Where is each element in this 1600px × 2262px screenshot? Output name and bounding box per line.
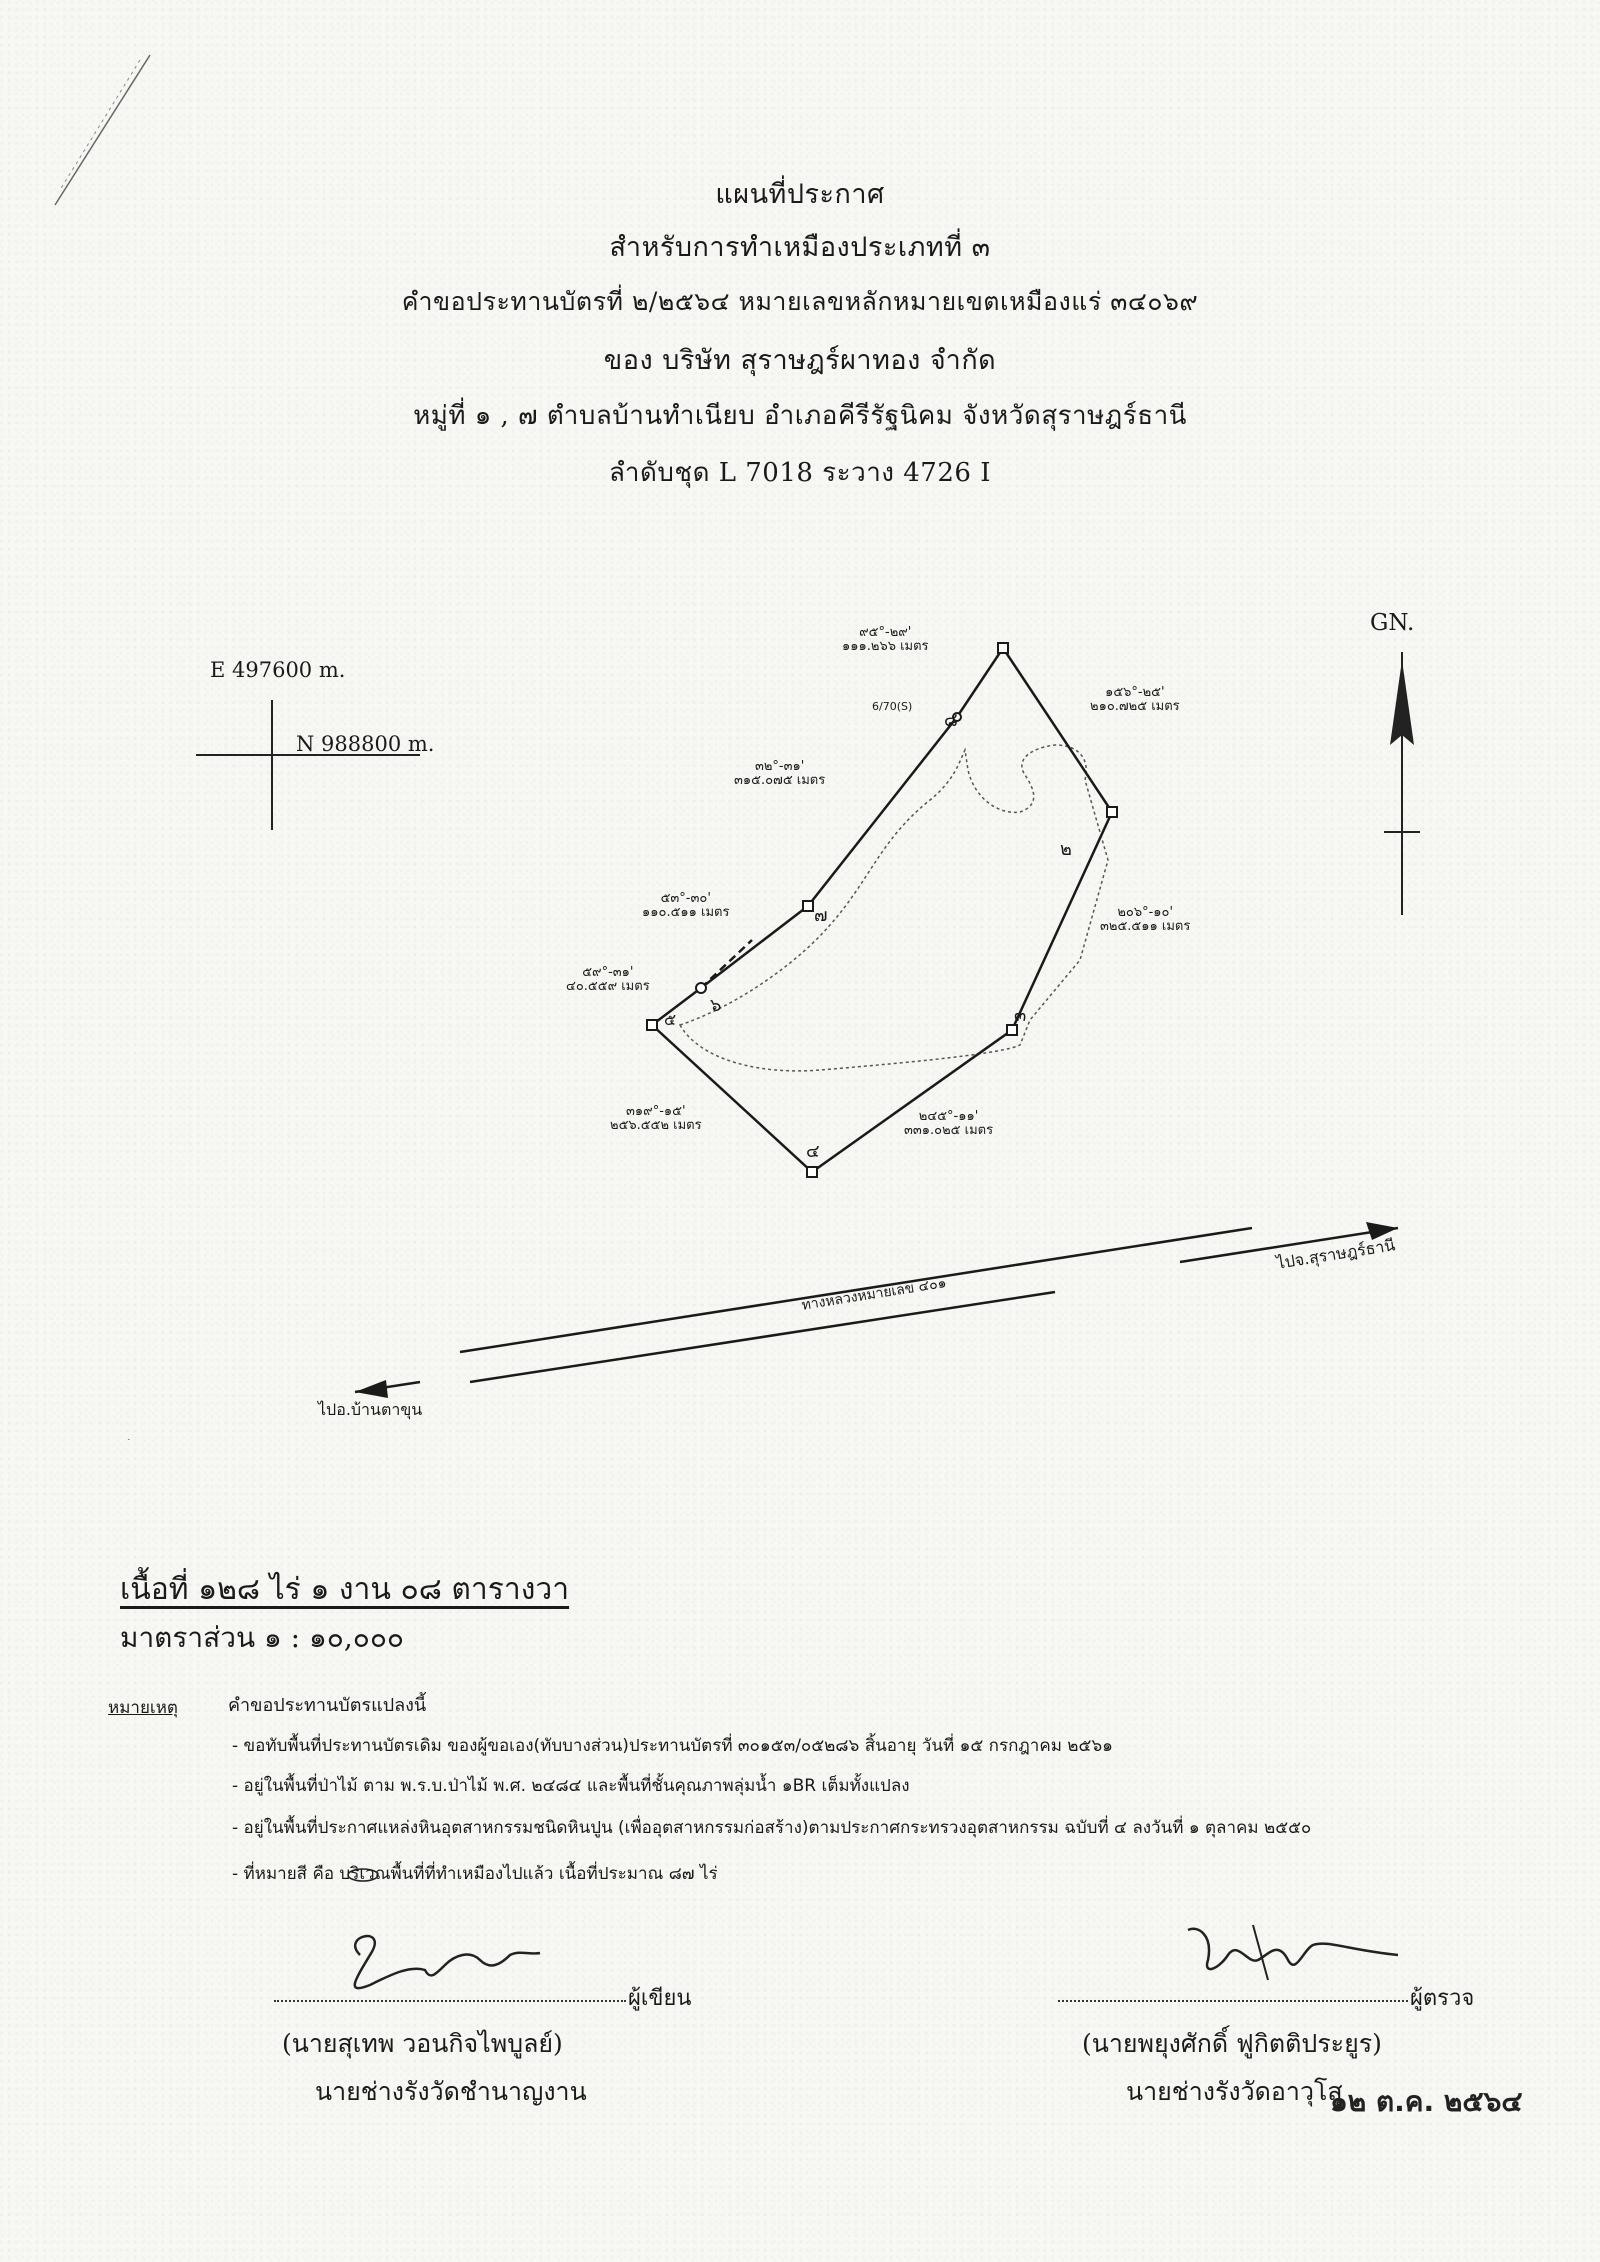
corner-label-4: ๔	[806, 1141, 820, 1162]
corner-label-7: ๗	[814, 905, 828, 926]
bearing-1: ๙๕°-๒๙' ๑๑๑.๒๖๖ เมตร	[842, 625, 929, 654]
location-line: หมู่ที่ ๑ , ๗ ตำบลบ้านทำเนียบ อำเภอคีรีร…	[413, 401, 1187, 431]
bearing-3: ๒๐๖°-๑๐' ๓๒๕.๕๑๑ เมตร	[1100, 905, 1191, 934]
map-title: แผนที่ประกาศ	[715, 179, 885, 210]
corner-markers	[646, 642, 1118, 1178]
mined-area-legend-symbol	[347, 1868, 379, 1882]
corner-label-8: ๘	[944, 710, 958, 731]
notes-heading: หมายเหตุ	[108, 1698, 178, 1718]
notes-intro: คำขอประทานบัตรแปลงนี้	[228, 1695, 427, 1716]
northing-label: N 988800 m.	[296, 732, 435, 756]
grid-cross-mark	[196, 700, 420, 830]
area-statement: เนื้อที่ ๑๒๘ ไร่ ๑ งาน ๐๘ ตารางวา	[120, 1572, 570, 1607]
inspector-role: ผู้ตรวจ	[1410, 1986, 1475, 2011]
north-label: GN.	[1370, 610, 1415, 636]
left-signature-drawing	[353, 1934, 541, 1990]
corner-label-2: ๒	[1060, 839, 1072, 860]
mined-area-outline	[678, 744, 1109, 1072]
right-signature-line	[1058, 2000, 1408, 2002]
writer-name: (นายสุเทพ วอนกิจไพบูลย์)	[282, 2029, 563, 2058]
corner-label-3: ๓	[1014, 1005, 1027, 1026]
bearing-4: ๒๔๕°-๑๑' ๓๓๑.๐๒๕ เมตร	[904, 1109, 994, 1138]
right-signature-drawing	[1187, 1924, 1399, 1981]
north-arrow-icon	[1384, 652, 1420, 915]
easting-label: E 497600 m.	[210, 658, 346, 682]
pen-mark	[54, 54, 151, 206]
survey-map	[54, 54, 1420, 1440]
signature-date: ๑๒ ต.ค. ๒๕๖๔	[1330, 2085, 1523, 2118]
road-direction-west: ไปอ.บ้านตาขุน	[318, 1400, 423, 1419]
note-item-1: - ขอทับพื้นที่ประทานบัตรเดิม ของผู้ขอเอง…	[232, 1736, 1113, 1756]
corner-label-5: ๕	[664, 1010, 677, 1029]
bearing-2: ๑๕๖°-๒๕' ๒๑๐.๗๒๕ เมตร	[1090, 685, 1180, 714]
note-item-4: - ที่หมายสี คือ บริเวณพื้นที่ที่ทำเหมือง…	[232, 1864, 718, 1884]
application-number-line: คำขอประทานบัตรที่ ๒/๒๕๖๔ หมายเลขหลักหมาย…	[401, 287, 1199, 316]
left-signature-line	[274, 2000, 626, 2002]
bearing-8: ๓๒°-๓๑' ๓๑๕.๐๗๕ เมตร	[734, 759, 826, 788]
note-item-3: - อยู่ในพื้นที่ประกาศแหล่งหินอุตสาหกรรมช…	[232, 1818, 1312, 1838]
scale-statement: มาตราส่วน ๑ : ๑๐,๐๐๐	[120, 1621, 405, 1654]
road-lines	[354, 1222, 1399, 1398]
bearing-5: ๓๑๙°-๑๕' ๒๕๖.๕๕๒ เมตร	[610, 1104, 702, 1133]
bearing-7: ๕๓°-๓๐' ๑๑๐.๕๑๑ เมตร	[642, 891, 730, 920]
inspector-title: นายช่างรังวัดอาวุโส	[1126, 2077, 1343, 2106]
map-series-line: ลำดับชุด L 7018 ระวาง 4726 I	[609, 458, 991, 488]
company-line: ของ บริษัท สุราษฎร์ผาทอง จำกัด	[603, 345, 997, 376]
inspector-name: (นายพยุงศักดิ์ ฟูกิตติประยูร)	[1082, 2029, 1382, 2058]
note-item-2: - อยู่ในพื้นที่ป่าไม้ ตาม พ.ร.บ.ป่าไม้ พ…	[232, 1776, 910, 1796]
bearing-6: ๕๙°-๓๑' ๔๐.๕๕๙ เมตร	[566, 965, 650, 994]
writer-role: ผู้เขียน	[628, 1986, 692, 2011]
mining-type-line: สำหรับการทำเหมืองประเภทที่ ๓	[609, 232, 991, 263]
corner-label-6: ๖	[710, 995, 722, 1016]
small-survey-label: 6/70(S)	[872, 700, 913, 713]
writer-title: นายช่างรังวัดชำนาญงาน	[315, 2077, 587, 2106]
